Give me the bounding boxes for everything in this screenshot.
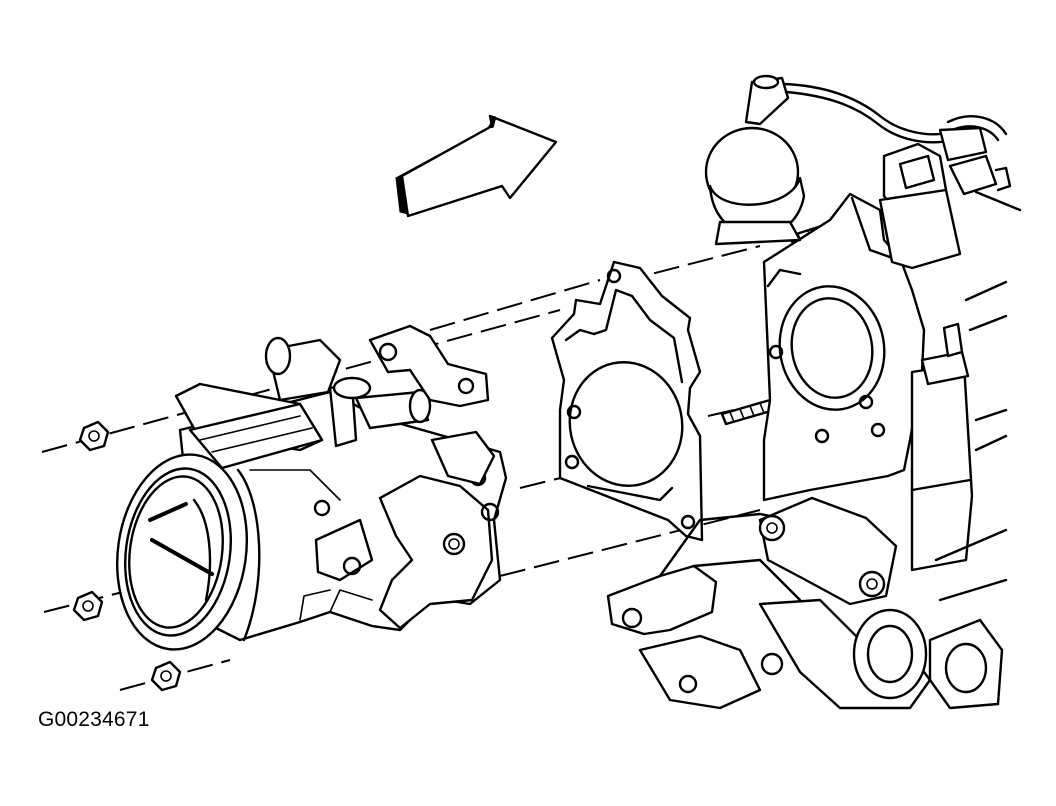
- intake-manifold: [606, 74, 1022, 710]
- direction-arrow: [395, 114, 558, 218]
- throttle-body: [115, 324, 508, 651]
- mounting-nut: [72, 590, 104, 622]
- figure-id-label: G00234671: [38, 708, 150, 731]
- mounting-nut: [78, 420, 110, 452]
- mounting-nut: [150, 660, 182, 692]
- throttle-body-gasket: [550, 260, 704, 542]
